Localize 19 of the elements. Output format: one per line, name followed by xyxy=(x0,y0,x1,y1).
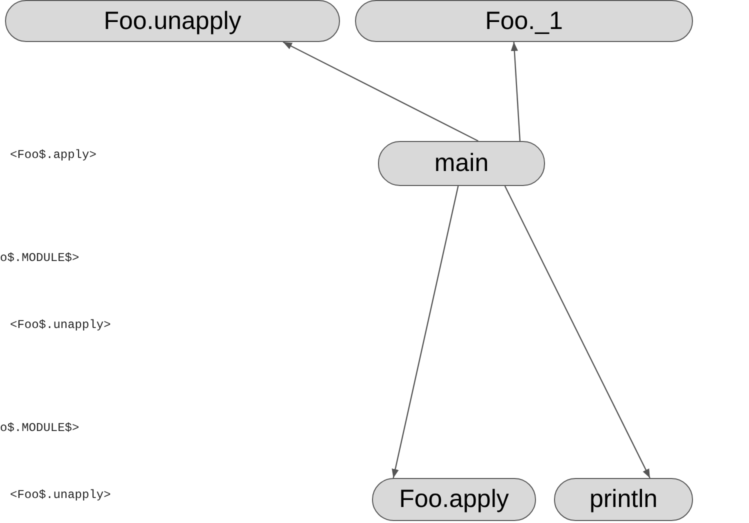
rounded-node xyxy=(378,141,545,186)
code-text: o$.MODULE$> xyxy=(0,421,80,435)
arrow xyxy=(510,42,521,142)
rounded-node xyxy=(5,0,340,42)
rounded-node xyxy=(554,478,693,521)
code-text: <Foo$.unapply> xyxy=(10,318,111,332)
arrow xyxy=(392,186,459,478)
code-text: o$.MODULE$> xyxy=(0,251,80,265)
node-label: Foo.unapply xyxy=(104,6,242,36)
node-label: Foo.apply xyxy=(399,485,509,514)
code-text: <Foo$.unapply> xyxy=(10,488,111,502)
rounded-node xyxy=(355,0,693,42)
code-text: <Foo$.apply> xyxy=(10,148,96,162)
arrow xyxy=(282,41,478,142)
node-label: println xyxy=(589,485,658,514)
rounded-node xyxy=(372,478,536,521)
node-label: Foo._1 xyxy=(485,6,563,36)
arrow xyxy=(504,186,650,478)
node-label: main xyxy=(434,149,489,178)
